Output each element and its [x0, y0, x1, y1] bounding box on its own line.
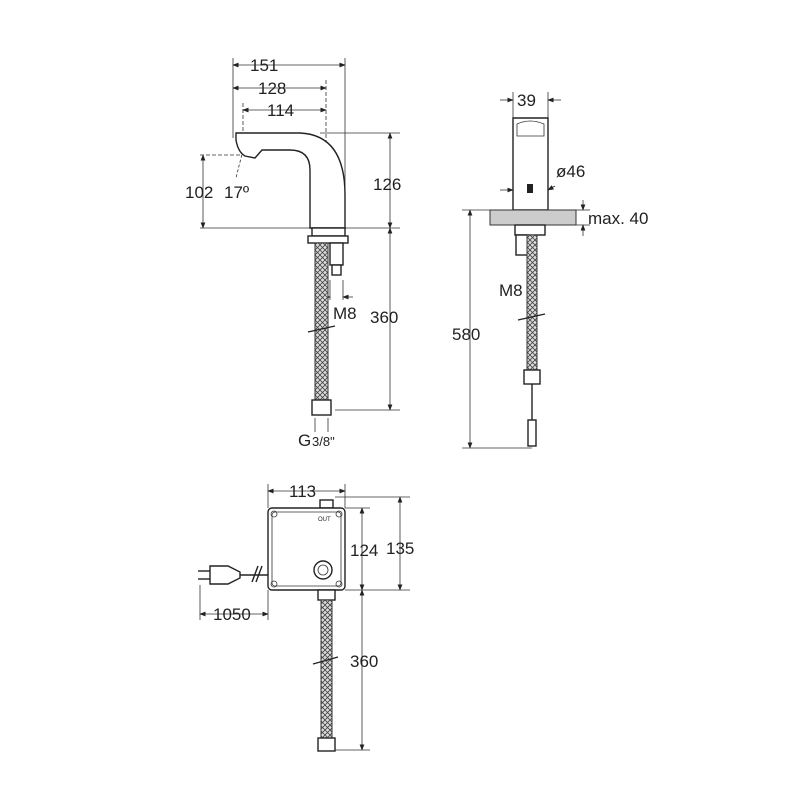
side-view-dimensions: [200, 58, 400, 432]
box-outlet-fitting: [317, 589, 336, 601]
faucet-spout: [235, 132, 346, 229]
faucet-base: [311, 227, 346, 237]
dim-1050: 1050: [213, 605, 251, 624]
countertop-section: [489, 209, 577, 226]
dim-128: 128: [258, 79, 286, 98]
dim-front-m8: M8: [499, 281, 523, 300]
dim-102: 102: [185, 183, 213, 202]
side-view: 151 128 114 126 102 17º M8 360 G 3/8": [185, 56, 401, 450]
dim-17-degree: 17º: [224, 183, 249, 202]
box-hose-nut: [317, 737, 336, 752]
dim-114: 114: [267, 101, 294, 120]
dim-g-label: G: [298, 431, 311, 450]
front-hose-nut: [523, 369, 541, 385]
mounting-washer: [307, 235, 349, 244]
m8-stud: [329, 242, 344, 266]
control-box: [267, 507, 346, 591]
out-port: [319, 499, 334, 509]
m8-thread: [331, 264, 342, 276]
break-mark: [307, 325, 336, 333]
front-view: 39 ø46 max. 40 M8 580: [452, 91, 648, 449]
control-box-view: OUT 113 124 135 1050 360: [198, 482, 414, 752]
dim-135: 135: [386, 539, 414, 558]
dim-m8: M8: [333, 304, 357, 323]
front-m8-stud: [515, 234, 529, 256]
cable-connector: [527, 419, 537, 447]
dim-g-fraction: 3/8": [312, 434, 335, 449]
sensor-window: [527, 184, 533, 193]
box-hose: [320, 599, 333, 739]
dim-max-40: max. 40: [588, 209, 648, 228]
dim-113: 113: [289, 482, 316, 501]
dim-diameter-46: ø46: [556, 162, 585, 181]
dim-126: 126: [373, 175, 401, 194]
front-washer: [514, 224, 546, 236]
dim-124: 124: [350, 541, 378, 560]
faucet-body-front: [512, 117, 549, 211]
hose-nut: [311, 399, 332, 416]
dim-151: 151: [250, 56, 278, 75]
dim-39: 39: [517, 91, 536, 110]
front-hose: [526, 234, 538, 371]
dim-580: 580: [452, 325, 480, 344]
spout-outlet: [516, 120, 545, 137]
dim-box-360: 360: [350, 652, 378, 671]
dim-360: 360: [370, 308, 398, 327]
out-label: OUT: [318, 517, 331, 523]
power-plug: [209, 565, 241, 585]
adjust-knob: [313, 560, 333, 580]
supply-hose: [314, 242, 329, 402]
